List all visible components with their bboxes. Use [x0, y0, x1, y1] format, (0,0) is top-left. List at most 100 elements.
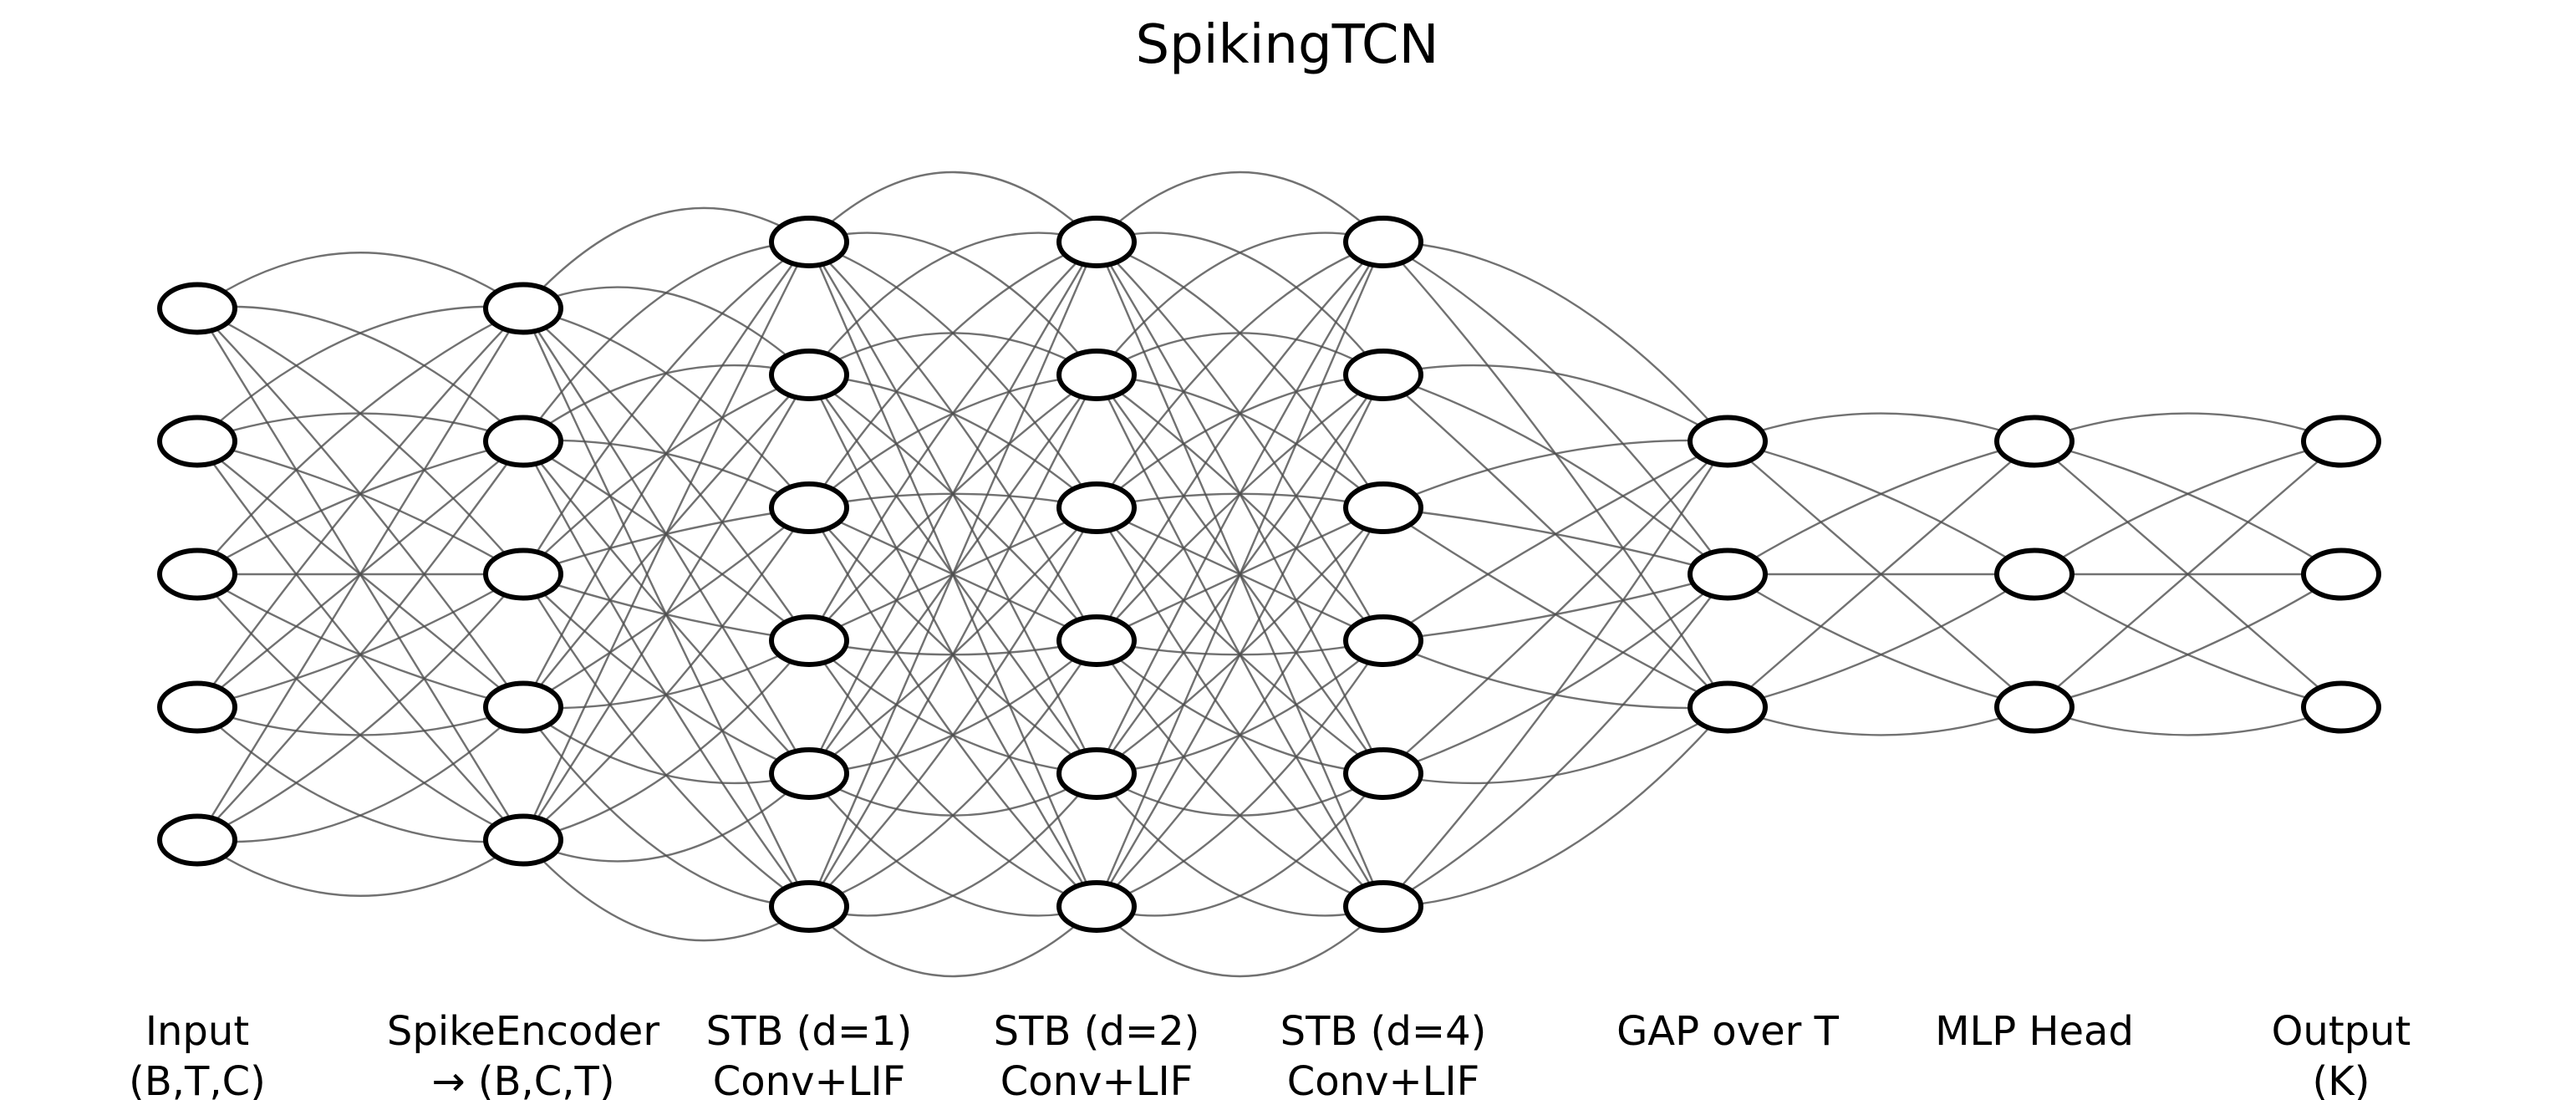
connection-edge	[196, 573, 524, 842]
connection-edge	[196, 705, 524, 736]
neuron-node-input-2	[157, 547, 237, 601]
edges-layer	[196, 171, 2342, 977]
connection-edge	[1095, 639, 1384, 908]
connection-edge	[1382, 241, 1729, 708]
connection-edge	[196, 308, 525, 841]
connection-edge	[522, 241, 810, 575]
connection-edge	[1727, 440, 2035, 576]
connection-edge	[1096, 171, 1384, 243]
connection-edge	[1382, 705, 1728, 785]
connection-edge	[1096, 639, 1384, 775]
neuron-node-stb-d4-2	[1343, 481, 1423, 534]
connection-edge	[1095, 241, 1384, 642]
neuron-node-stb-d4-4	[1343, 747, 1423, 800]
connection-edge	[522, 206, 810, 309]
neuron-node-stb-d1-3	[769, 614, 849, 667]
neuron-node-stb-d4-0	[1343, 216, 1423, 268]
neuron-node-stb-d2-1	[1056, 349, 1137, 401]
connection-edge	[196, 706, 524, 843]
connection-edge	[1727, 573, 2035, 709]
connection-edge	[807, 241, 1098, 775]
layer-label-stb-d2: STB (d=2)Conv+LIF	[994, 1008, 1200, 1100]
connection-edge	[196, 252, 524, 309]
connection-edge	[808, 905, 1097, 977]
connection-edge	[196, 839, 524, 897]
connection-edge	[522, 706, 810, 908]
connection-edge	[1095, 241, 1384, 509]
neuron-node-stb-d4-1	[1343, 349, 1423, 401]
connection-edge	[1095, 374, 1385, 908]
connection-edge	[1727, 440, 2035, 576]
connection-edge	[1727, 441, 2035, 708]
connection-edge	[1382, 573, 1728, 775]
layer-label-output: Output(K)	[2272, 1008, 2411, 1100]
neuron-node-output-0	[2301, 415, 2381, 468]
connection-edge	[196, 307, 524, 575]
connection-edge	[522, 308, 810, 642]
connection-edge	[1095, 242, 1385, 907]
connection-edge	[522, 573, 810, 775]
neuron-node-stb-d1-0	[769, 216, 849, 268]
neuron-node-mlp-head-1	[1994, 547, 2075, 601]
connection-edge	[1727, 573, 2035, 709]
connection-edge	[522, 307, 810, 509]
neuron-node-input-3	[157, 680, 237, 734]
neuron-node-stb-d1-1	[769, 349, 849, 401]
neuron-node-stb-d2-3	[1056, 614, 1137, 667]
connection-edge	[1096, 772, 1384, 917]
connection-edge	[2034, 440, 2342, 576]
neuron-node-spike-encoder-2	[483, 547, 563, 601]
connection-edge	[807, 242, 1098, 907]
connection-edge	[522, 507, 810, 841]
neuron-node-stb-d1-2	[769, 481, 849, 534]
connection-edge	[2034, 705, 2342, 736]
neuron-node-input-0	[157, 282, 237, 335]
connection-edge	[1095, 374, 1385, 908]
connection-edge	[808, 232, 1097, 376]
connection-edge	[808, 241, 1097, 509]
connection-edge	[808, 507, 1098, 908]
connection-edge	[196, 412, 524, 443]
neuron-node-stb-d1-5	[769, 880, 849, 933]
connection-edge	[1096, 639, 1385, 908]
connection-edge	[1096, 232, 1384, 376]
neuron-node-spike-encoder-0	[483, 282, 563, 335]
neuron-node-mlp-head-0	[1994, 415, 2075, 468]
connection-edge	[196, 307, 524, 575]
connection-edge	[2034, 412, 2342, 443]
neuron-node-gap-2	[1688, 680, 1768, 734]
connection-edge	[1382, 440, 1728, 642]
connection-edge	[1095, 241, 1385, 775]
connection-edge	[522, 839, 810, 942]
connection-edge	[1382, 441, 1728, 775]
connection-edge	[807, 374, 1098, 908]
neuron-node-mlp-head-2	[1994, 680, 2075, 734]
connection-edge	[1096, 374, 1384, 509]
connection-edge	[1382, 241, 1728, 442]
connection-edge	[1096, 639, 1384, 775]
connection-edge	[808, 772, 1097, 917]
connection-edge	[808, 639, 1097, 908]
connection-edge	[522, 241, 811, 841]
neuron-node-stb-d4-3	[1343, 614, 1423, 667]
neuron-node-spike-encoder-1	[483, 415, 563, 468]
layer-label-mlp-head: MLP Head	[1935, 1008, 2134, 1055]
connection-edge	[808, 639, 1097, 908]
connection-edge	[1096, 241, 1385, 509]
layer-label-input: Input(B,T,C)	[129, 1008, 266, 1100]
connection-edge	[807, 241, 1097, 642]
connection-edge	[1096, 507, 1385, 908]
connection-edge	[1382, 706, 1728, 908]
connection-edge	[808, 241, 1097, 509]
neuron-node-gap-1	[1688, 547, 1768, 601]
neuron-node-input-4	[157, 813, 237, 867]
connection-edge	[522, 241, 810, 442]
connection-edge	[522, 441, 810, 908]
neuron-node-stb-d2-5	[1056, 880, 1137, 933]
connection-edge	[196, 573, 524, 842]
connection-edge	[522, 374, 810, 575]
connection-edge	[1727, 412, 2035, 443]
connection-edge	[196, 308, 524, 708]
neuron-node-spike-encoder-3	[483, 680, 563, 734]
